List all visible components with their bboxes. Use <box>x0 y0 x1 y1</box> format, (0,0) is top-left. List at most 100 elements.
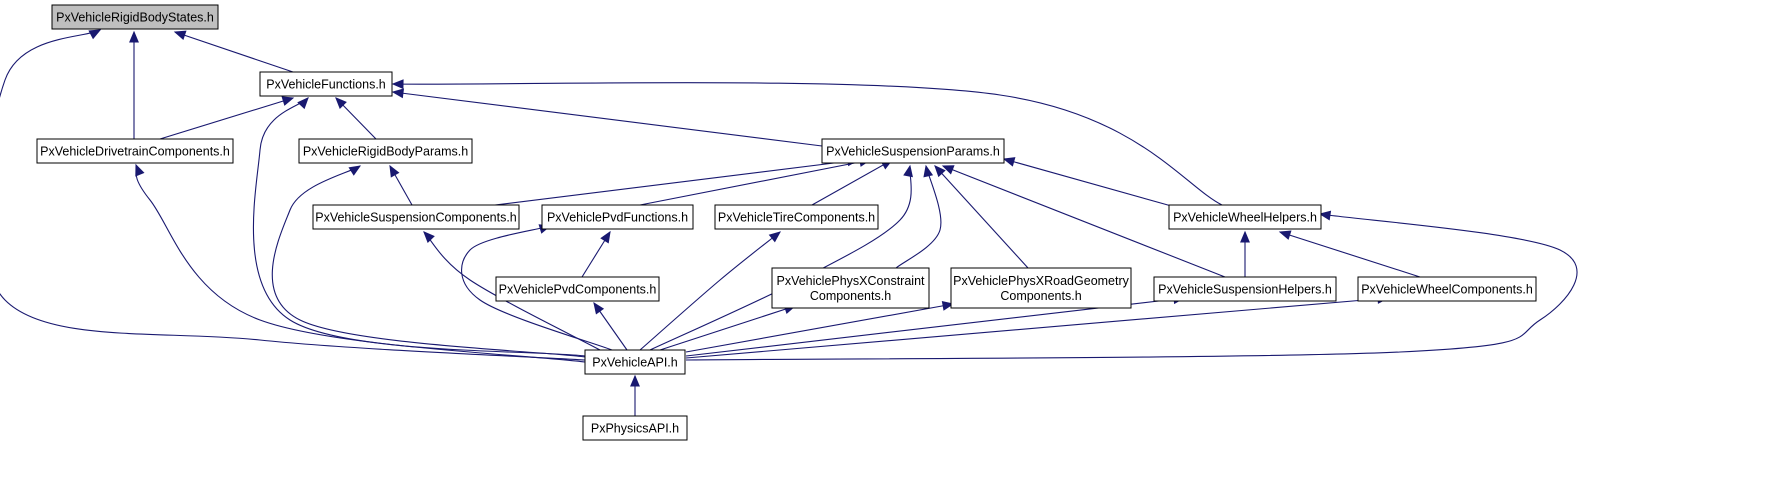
edge-drivetrain-to-rigidbodystates <box>129 30 139 139</box>
node-label: PxVehiclePvdFunctions.h <box>547 211 688 225</box>
arrowhead <box>934 165 946 178</box>
arrowhead <box>391 79 404 90</box>
node-drivetrain[interactable]: PxVehicleDrivetrainComponents.h <box>36 138 234 164</box>
node-box[interactable] <box>298 138 473 164</box>
edge-line <box>252 97 586 357</box>
edge-line <box>1003 158 1176 208</box>
edge-line <box>392 91 823 147</box>
node-box[interactable] <box>821 138 1005 164</box>
arrowhead <box>1240 230 1250 243</box>
edge-suspensionhelpers-to-wheelhelpers <box>1240 230 1250 277</box>
arrowhead <box>941 165 955 175</box>
node-box[interactable] <box>51 4 219 30</box>
edge-vehicleapi-to-pvdcomponents <box>593 301 628 351</box>
node-suspensioncomponents[interactable]: PxVehicleSuspensionComponents.h <box>312 204 520 230</box>
arrowhead <box>630 374 640 387</box>
edge-wheelhelpers-to-functions <box>391 79 1223 206</box>
nodes-layer: PxVehicleRigidBodyStates.hPxVehicleFunct… <box>36 4 1537 441</box>
node-rigidbodystates[interactable]: PxVehicleRigidBodyStates.h <box>51 4 219 30</box>
edge-line <box>685 213 1578 361</box>
node-label: PxVehicleSuspensionParams.h <box>826 145 1000 159</box>
node-vehicleapi[interactable]: PxVehicleAPI.h <box>584 349 686 375</box>
node-label: PxVehiclePvdComponents.h <box>499 283 657 297</box>
arrowhead <box>600 230 611 244</box>
node-rigidbodyparams[interactable]: PxVehicleRigidBodyParams.h <box>298 138 473 164</box>
edge-physxconstraint-to-suspensionparams <box>895 164 942 269</box>
node-box[interactable] <box>714 204 879 230</box>
edge-wheelhelpers-to-suspensionparams <box>1002 157 1176 208</box>
node-box[interactable] <box>1357 276 1537 302</box>
edges-layer <box>0 29 1578 416</box>
node-box[interactable] <box>259 71 393 97</box>
node-label: Components.h <box>810 289 891 303</box>
arrowhead <box>593 301 605 315</box>
node-box[interactable] <box>1153 276 1337 302</box>
edge-line <box>895 165 942 269</box>
arrowhead <box>423 231 435 244</box>
arrowhead <box>941 300 955 311</box>
node-physicsapi[interactable]: PxPhysicsAPI.h <box>582 415 688 441</box>
edge-line <box>942 165 1226 278</box>
node-tirecomponents[interactable]: PxVehicleTireComponents.h <box>714 204 879 230</box>
edge-line <box>174 31 294 73</box>
edge-line <box>392 82 1223 206</box>
node-pvdfunctions[interactable]: PxVehiclePvdFunctions.h <box>541 204 694 230</box>
edge-physicsapi-to-vehicleapi <box>630 374 640 416</box>
edge-line <box>649 165 912 351</box>
arrowhead <box>335 97 347 109</box>
node-label: PxVehicleTireComponents.h <box>718 211 875 225</box>
edge-vehicleapi-to-rigidbodyparams <box>271 165 586 358</box>
node-label: PxVehicleRigidBodyStates.h <box>56 11 214 25</box>
node-label: PxVehiclePhysXRoadGeometry <box>953 274 1130 288</box>
node-label: PxVehicleAPI.h <box>592 356 678 370</box>
node-box[interactable] <box>950 267 1132 309</box>
node-box[interactable] <box>541 204 694 230</box>
edge-vehicleapi-to-functions <box>252 97 586 357</box>
node-suspensionhelpers[interactable]: PxVehicleSuspensionHelpers.h <box>1153 276 1337 302</box>
arrowhead <box>389 164 400 178</box>
arrowhead <box>135 163 145 177</box>
node-label: PxVehicleRigidBodyParams.h <box>303 145 468 159</box>
node-wheelcomponents[interactable]: PxVehicleWheelComponents.h <box>1357 276 1537 302</box>
edge-vehicleapi-to-wheelhelpers <box>685 210 1578 361</box>
arrowhead <box>88 29 102 40</box>
edge-drivetrain-to-functions <box>159 96 295 140</box>
arrowhead <box>903 164 913 178</box>
node-label: PxPhysicsAPI.h <box>591 422 679 436</box>
edge-vehicleapi-to-drivetrain <box>135 163 586 363</box>
node-box[interactable] <box>36 138 234 164</box>
edge-physxroadgeometry-to-suspensionparams <box>934 165 1029 269</box>
node-label: PxVehicleSuspensionHelpers.h <box>1158 283 1332 297</box>
node-box[interactable] <box>1168 204 1322 230</box>
arrowhead <box>297 97 309 110</box>
edge-suspensioncomponents-to-rigidbodyparams <box>389 164 413 206</box>
node-functions[interactable]: PxVehicleFunctions.h <box>259 71 393 97</box>
edge-pvdcomponents-to-pvdfunctions <box>581 230 611 278</box>
arrowhead <box>1278 230 1292 240</box>
arrowhead <box>129 30 139 43</box>
node-box[interactable] <box>584 349 686 375</box>
node-box[interactable] <box>312 204 520 230</box>
edge-line <box>423 231 601 351</box>
node-label: PxVehicleWheelComponents.h <box>1361 283 1533 297</box>
edge-line <box>639 159 871 206</box>
edge-pvdfunctions-to-suspensionparams <box>639 157 872 206</box>
arrowhead <box>1002 157 1016 167</box>
edge-line <box>659 305 796 351</box>
node-wheelhelpers[interactable]: PxVehicleWheelHelpers.h <box>1168 204 1322 230</box>
node-box[interactable] <box>495 276 660 302</box>
node-label: PxVehicleSuspensionComponents.h <box>315 211 517 225</box>
node-box[interactable] <box>771 267 930 309</box>
arrowhead <box>173 30 187 41</box>
node-box[interactable] <box>582 415 688 441</box>
edge-tirecomponents-to-suspensionparams <box>811 159 894 206</box>
edge-suspensionparams-to-functions <box>391 88 823 147</box>
node-label: PxVehicleWheelHelpers.h <box>1173 211 1317 225</box>
node-suspensionparams[interactable]: PxVehicleSuspensionParams.h <box>821 138 1005 164</box>
arrowhead <box>348 165 362 176</box>
edge-line <box>461 225 613 351</box>
node-pvdcomponents[interactable]: PxVehiclePvdComponents.h <box>495 276 660 302</box>
